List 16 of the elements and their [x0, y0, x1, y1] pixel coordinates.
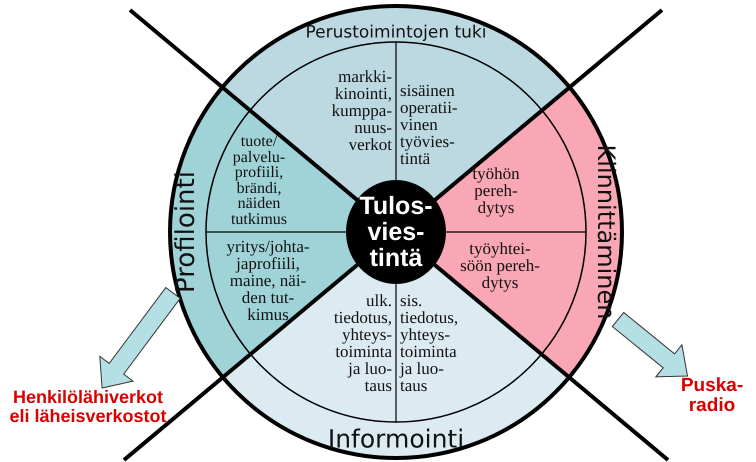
block-arrow — [99, 286, 181, 389]
block-arrow — [612, 312, 688, 378]
note-text: Puska- radio — [672, 376, 752, 416]
segment-text: sisäinen operatii- vinen työvies- tintä — [400, 82, 472, 167]
segment-text: työhön pereh- dytys — [466, 165, 526, 216]
segment-text: markki- kinointi, kumppa- nuus- verkot — [318, 68, 392, 153]
sector-title: Kiinnittäminen — [594, 144, 618, 320]
note-text: Henkilölähiverkot eli läheisverkostot — [8, 388, 168, 426]
segment-text: työyhtei- söön pereh- dytys — [458, 240, 542, 291]
segment-text: yritys/johta- japrofiili, maine, näi- den tut- kimus — [222, 238, 314, 323]
sector-title: Profilointi — [173, 171, 199, 293]
sector-title: Perustoimintojen tuki — [306, 24, 486, 42]
segment-text: tuote/ palvelu- profiili, brändi, näiden tutkimus — [216, 134, 302, 227]
segment-text: sis. tiedotus, yhteys- toiminta ja luo- taus — [400, 292, 470, 394]
sector-title: Informointi — [328, 426, 464, 452]
segment-text: ulk. tiedotus, yhteys- toiminta ja luo- taus — [322, 292, 392, 394]
